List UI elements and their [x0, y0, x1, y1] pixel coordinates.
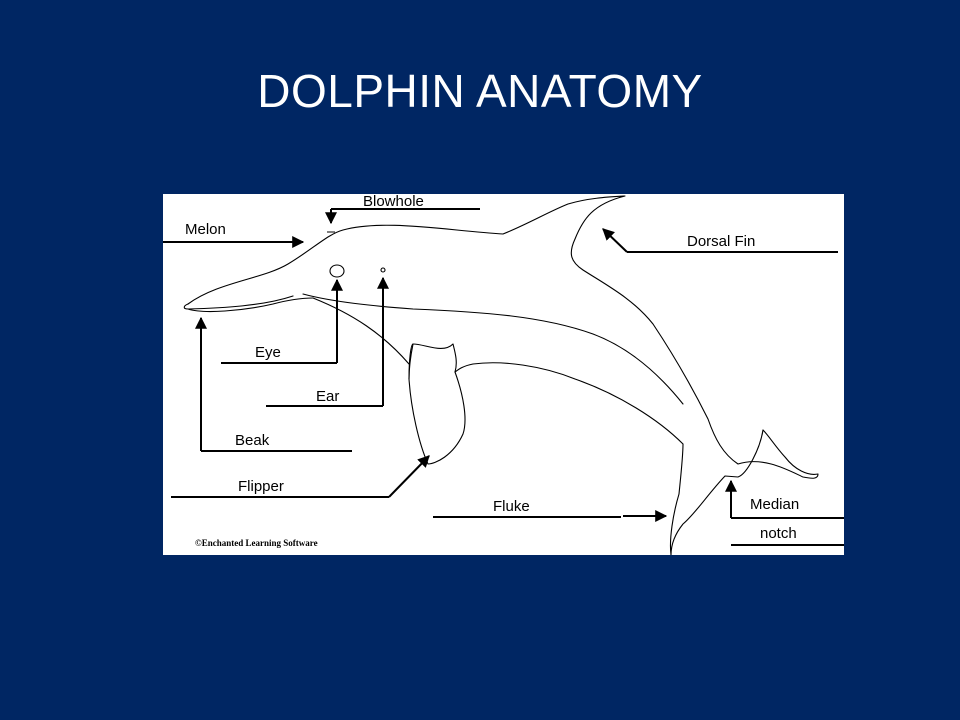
label-ear: Ear: [316, 388, 339, 405]
ear-mark: [380, 267, 386, 273]
dolphin-lower-body-outline: [670, 429, 764, 555]
label-flipper: Flipper: [238, 478, 284, 495]
label-median: Median: [750, 496, 799, 513]
label-eye: Eye: [255, 344, 281, 361]
label-group-ear: Ear: [266, 276, 389, 407]
label-beak: Beak: [235, 432, 270, 449]
dolphin-mouth-line: [302, 293, 684, 405]
flipper-base: [408, 343, 414, 380]
label-group-blowhole: Blowhole: [325, 194, 480, 233]
eye-mark: [329, 264, 345, 278]
label-melon: Melon: [185, 221, 226, 238]
dolphin-diagram: Blowhole Melon Dorsal Fin Eye Ear: [163, 194, 844, 555]
label-blowhole: Blowhole: [363, 194, 424, 210]
dolphin-back-outline: [187, 195, 819, 479]
dolphin-outline: [183, 195, 819, 555]
fluke-lower-outline: [669, 443, 684, 555]
copyright-text: ©Enchanted Learning Software: [195, 538, 318, 548]
dolphin-beak-upper: [183, 295, 294, 310]
label-dorsal-fin: Dorsal Fin: [687, 233, 755, 250]
slide-title: DOLPHIN ANATOMY: [257, 65, 703, 117]
label-group-beak: Beak: [195, 316, 352, 452]
label-group-median-notch: Median notch: [725, 479, 844, 546]
label-group-dorsal-fin: Dorsal Fin: [602, 228, 838, 253]
label-group-fluke: Fluke: [433, 498, 668, 522]
dolphin-beak-lower: [187, 297, 314, 312]
label-group-flipper: Flipper: [171, 455, 430, 498]
label-notch: notch: [760, 525, 797, 542]
label-fluke: Fluke: [493, 498, 530, 515]
dolphin-anatomy-svg: Blowhole Melon Dorsal Fin Eye Ear: [163, 194, 844, 555]
label-group-melon: Melon: [163, 221, 305, 248]
flipper-outline: [408, 343, 466, 465]
label-group-eye: Eye: [221, 278, 343, 364]
dolphin-belly-outline: [454, 362, 684, 445]
dolphin-throat-line: [312, 297, 410, 365]
